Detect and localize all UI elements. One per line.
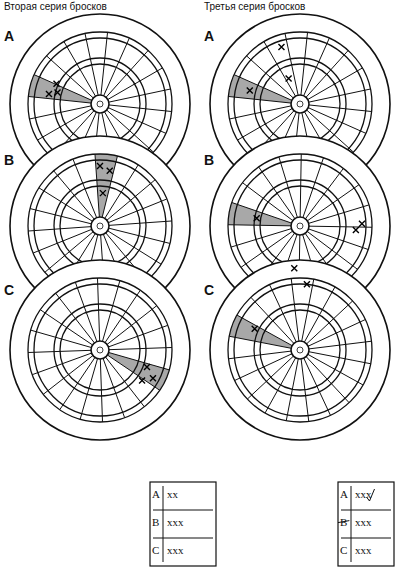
- board-letter: A: [4, 28, 14, 44]
- score-card: [150, 482, 216, 566]
- table-cell: xxx: [355, 488, 372, 500]
- board-letter: B: [204, 152, 214, 168]
- dart-hit: [53, 81, 59, 87]
- dart-hit: [304, 281, 310, 287]
- table-cell: C: [340, 544, 347, 556]
- dart-hit: [286, 75, 292, 81]
- dart-hit: [144, 364, 150, 370]
- dart-hit: [278, 44, 284, 50]
- dart-hit: [139, 378, 145, 384]
- dart-hit: [46, 91, 52, 97]
- dart-hit: [100, 190, 106, 196]
- dart-hit: [247, 88, 253, 94]
- table-cell: xxx: [355, 516, 372, 528]
- board-letter: C: [4, 282, 14, 298]
- dart-hit: [252, 326, 258, 332]
- column-heading: Вторая серия бросков: [4, 1, 107, 12]
- table-cell: B: [340, 516, 347, 528]
- dartboard: [210, 260, 390, 440]
- table-cell: xxx: [355, 544, 372, 556]
- table-cell: B: [152, 516, 159, 528]
- dart-hit: [254, 215, 260, 221]
- table-cell: C: [152, 544, 159, 556]
- table-cell: xxx: [167, 516, 184, 528]
- board-letter: C: [204, 282, 214, 298]
- table-cell: A: [340, 488, 348, 500]
- dartboard: [10, 260, 190, 440]
- table-cell: xxx: [167, 544, 184, 556]
- dart-hit: [359, 221, 365, 227]
- column-heading: Третья серия бросков: [204, 1, 305, 12]
- board-letter: A: [204, 28, 214, 44]
- table-cell: A: [152, 488, 160, 500]
- dart-hit: [150, 375, 156, 381]
- dart-hit: [97, 163, 103, 169]
- dart-hit: [107, 168, 113, 174]
- dart-hit: [353, 227, 359, 233]
- board-letter: B: [4, 152, 14, 168]
- dart-hit: [54, 90, 60, 96]
- table-cell: xx: [167, 488, 178, 500]
- score-card: [338, 482, 394, 566]
- dart-hit: [291, 265, 297, 271]
